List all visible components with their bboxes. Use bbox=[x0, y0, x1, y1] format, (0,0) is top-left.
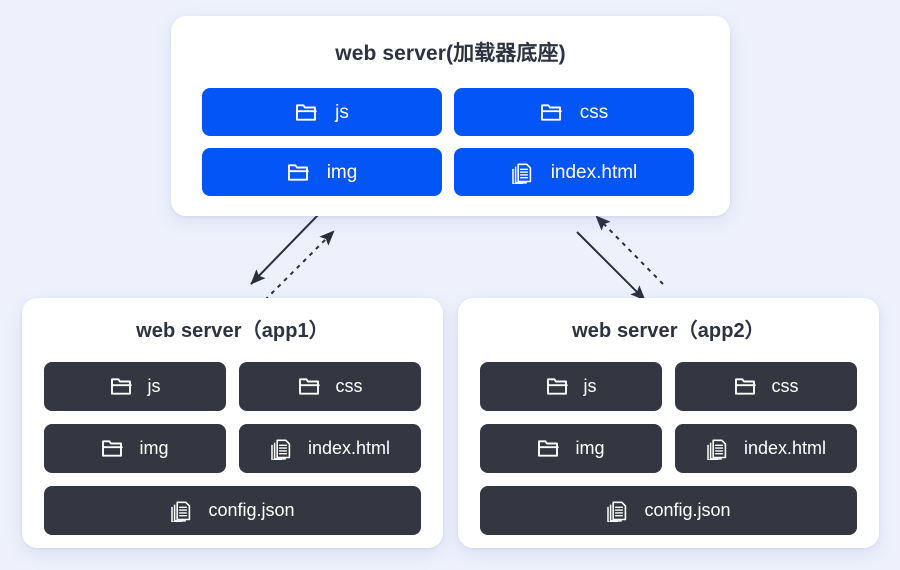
pill-label: css bbox=[579, 101, 609, 123]
pill-img[interactable]: img bbox=[202, 148, 442, 196]
pill-js[interactable]: js bbox=[202, 88, 442, 136]
pill-label: index.html bbox=[743, 438, 827, 458]
pill-config-json[interactable]: config.json bbox=[480, 486, 857, 535]
pill-label: img bbox=[575, 438, 605, 458]
pill-css[interactable]: css bbox=[454, 88, 694, 136]
pill-label: img bbox=[139, 438, 169, 458]
folder-icon bbox=[540, 102, 562, 123]
pill-label: css bbox=[771, 376, 799, 396]
pill-img[interactable]: img bbox=[480, 424, 662, 473]
folder-icon bbox=[734, 376, 756, 397]
card-title-root: web server(加载器底座) bbox=[335, 42, 566, 65]
pill-grid-app2: js css img index.html config.json bbox=[480, 362, 857, 535]
pill-css[interactable]: css bbox=[675, 362, 857, 411]
pill-label: index.html bbox=[307, 438, 391, 458]
folder-icon bbox=[537, 438, 560, 459]
card-web-server-app1: web server（app1） js css img index.html confi… bbox=[22, 298, 443, 548]
pill-index-html[interactable]: index.html bbox=[454, 148, 694, 196]
pill-js[interactable]: js bbox=[480, 362, 662, 411]
pill-index-html[interactable]: index.html bbox=[239, 424, 421, 473]
pill-label: js bbox=[147, 376, 161, 396]
pill-css[interactable]: css bbox=[239, 362, 421, 411]
folder-icon bbox=[101, 438, 124, 459]
folder-icon bbox=[546, 376, 568, 397]
pill-label: index.html bbox=[550, 161, 638, 183]
pill-grid-root: js css img index.html bbox=[202, 88, 699, 196]
pill-grid-app1: js css img index.html config.json bbox=[44, 362, 421, 535]
folder-icon bbox=[295, 102, 317, 123]
pill-label: js bbox=[335, 101, 349, 123]
pill-js[interactable]: js bbox=[44, 362, 226, 411]
pill-label: css bbox=[335, 376, 363, 396]
document-icon bbox=[170, 499, 192, 522]
pill-label: img bbox=[326, 161, 358, 183]
document-icon bbox=[270, 437, 292, 460]
connector-app2-to-root bbox=[595, 215, 664, 285]
pill-label: js bbox=[583, 376, 597, 396]
connector-app1-to-root bbox=[264, 230, 335, 301]
folder-icon bbox=[298, 376, 320, 397]
document-icon bbox=[511, 161, 533, 184]
card-title-app1: web server（app1） bbox=[136, 320, 329, 342]
connector-root-to-app1 bbox=[250, 214, 319, 285]
pill-img[interactable]: img bbox=[44, 424, 226, 473]
folder-icon bbox=[110, 376, 132, 397]
pill-config-json[interactable]: config.json bbox=[44, 486, 421, 535]
connector-root-to-app2 bbox=[576, 231, 646, 301]
folder-icon bbox=[287, 162, 309, 183]
document-icon bbox=[606, 499, 628, 522]
document-icon bbox=[706, 437, 728, 460]
pill-label: config.json bbox=[208, 500, 295, 520]
card-web-server-app2: web server（app2） js css img index.html confi… bbox=[458, 298, 879, 548]
card-title-app2: web server（app2） bbox=[572, 320, 765, 342]
card-web-server-root: web server(加载器底座) js css img index.html bbox=[171, 16, 730, 216]
pill-index-html[interactable]: index.html bbox=[675, 424, 857, 473]
pill-label: config.json bbox=[644, 500, 731, 520]
